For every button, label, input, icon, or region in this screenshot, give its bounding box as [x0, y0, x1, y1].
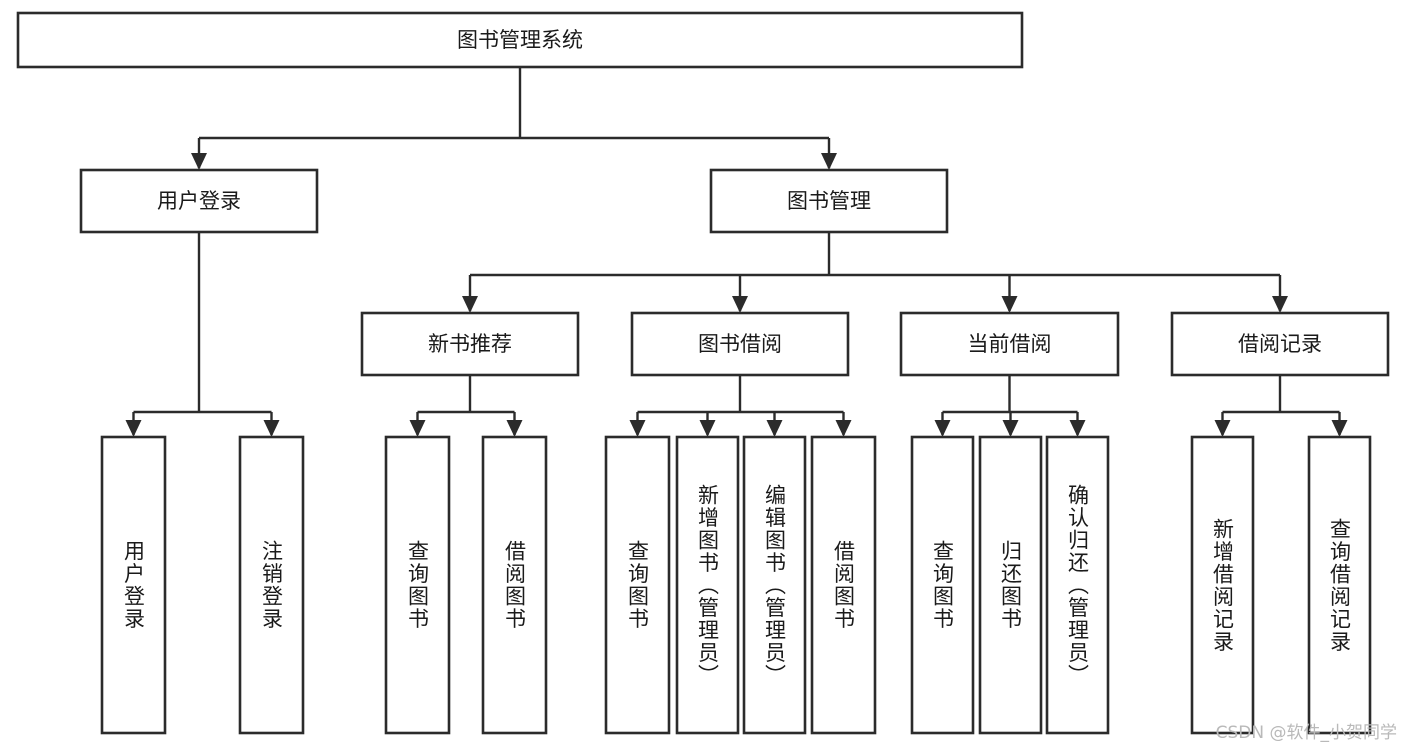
node-l3-2-box[interactable] — [899, 311, 1120, 377]
node-root-box[interactable] — [16, 11, 1024, 69]
arrowhead-l3-0 — [462, 296, 478, 313]
node-l3-2-label: 当前借阅 — [968, 332, 1052, 356]
node-l3-3-box[interactable] — [1170, 311, 1390, 377]
arrowhead-leaf-8 — [934, 420, 951, 437]
node-leaf-5-box[interactable] — [675, 435, 740, 735]
arrowhead-leaf-4 — [629, 420, 646, 437]
arrowhead-leaf-6 — [766, 420, 783, 437]
node-leaf-1-box[interactable] — [238, 435, 305, 735]
boxes-layer — [16, 11, 1390, 735]
arrowhead-leaf-0 — [125, 420, 142, 437]
node-l3-3-label: 借阅记录 — [1238, 332, 1322, 356]
arrowhead-root-to-l2-1 — [821, 153, 837, 170]
node-l3-0-box[interactable] — [360, 311, 580, 377]
arrowhead-leaf-10 — [1069, 420, 1086, 437]
node-leaf-6-box[interactable] — [742, 435, 807, 735]
node-l3-1-box[interactable] — [630, 311, 850, 377]
arrowhead-leaf-3 — [506, 420, 523, 437]
arrowhead-l3-1 — [732, 296, 748, 313]
connectors-layer — [125, 67, 1348, 437]
node-leaf-12-box[interactable] — [1307, 435, 1372, 735]
node-leaf-9-box[interactable] — [978, 435, 1043, 735]
arrowhead-leaf-1 — [263, 420, 280, 437]
node-leaf-0-box[interactable] — [100, 435, 167, 735]
node-leaf-2-box[interactable] — [384, 435, 451, 735]
node-l2-1-box[interactable] — [709, 168, 949, 234]
node-l2-0-label: 用户登录 — [157, 189, 241, 213]
arrowhead-l3-3 — [1272, 296, 1288, 313]
node-leaf-10-box[interactable] — [1045, 435, 1110, 735]
arrowhead-leaf-7 — [835, 420, 852, 437]
node-l2-0-box[interactable] — [79, 168, 319, 234]
arrowhead-root-to-l2-0 — [191, 153, 207, 170]
node-leaf-11-box[interactable] — [1190, 435, 1255, 735]
node-leaf-4-box[interactable] — [604, 435, 671, 735]
arrowhead-leaf-2 — [409, 420, 426, 437]
node-l3-1-label: 图书借阅 — [698, 332, 782, 356]
node-l2-1-label: 图书管理 — [787, 189, 871, 213]
node-leaf-3-box[interactable] — [481, 435, 548, 735]
node-root-label: 图书管理系统 — [457, 28, 583, 52]
node-l3-0-label: 新书推荐 — [428, 332, 512, 356]
arrowhead-l3-2 — [1001, 296, 1018, 313]
node-leaf-8-box[interactable] — [910, 435, 975, 735]
arrowhead-leaf-12 — [1331, 420, 1348, 437]
arrowhead-leaf-9 — [1002, 420, 1019, 437]
arrowhead-leaf-11 — [1214, 420, 1231, 437]
csdn-watermark: CSDN @软件_小贺同学 — [1215, 723, 1397, 743]
node-leaf-7-box[interactable] — [810, 435, 877, 735]
arrowhead-leaf-5 — [699, 420, 716, 437]
